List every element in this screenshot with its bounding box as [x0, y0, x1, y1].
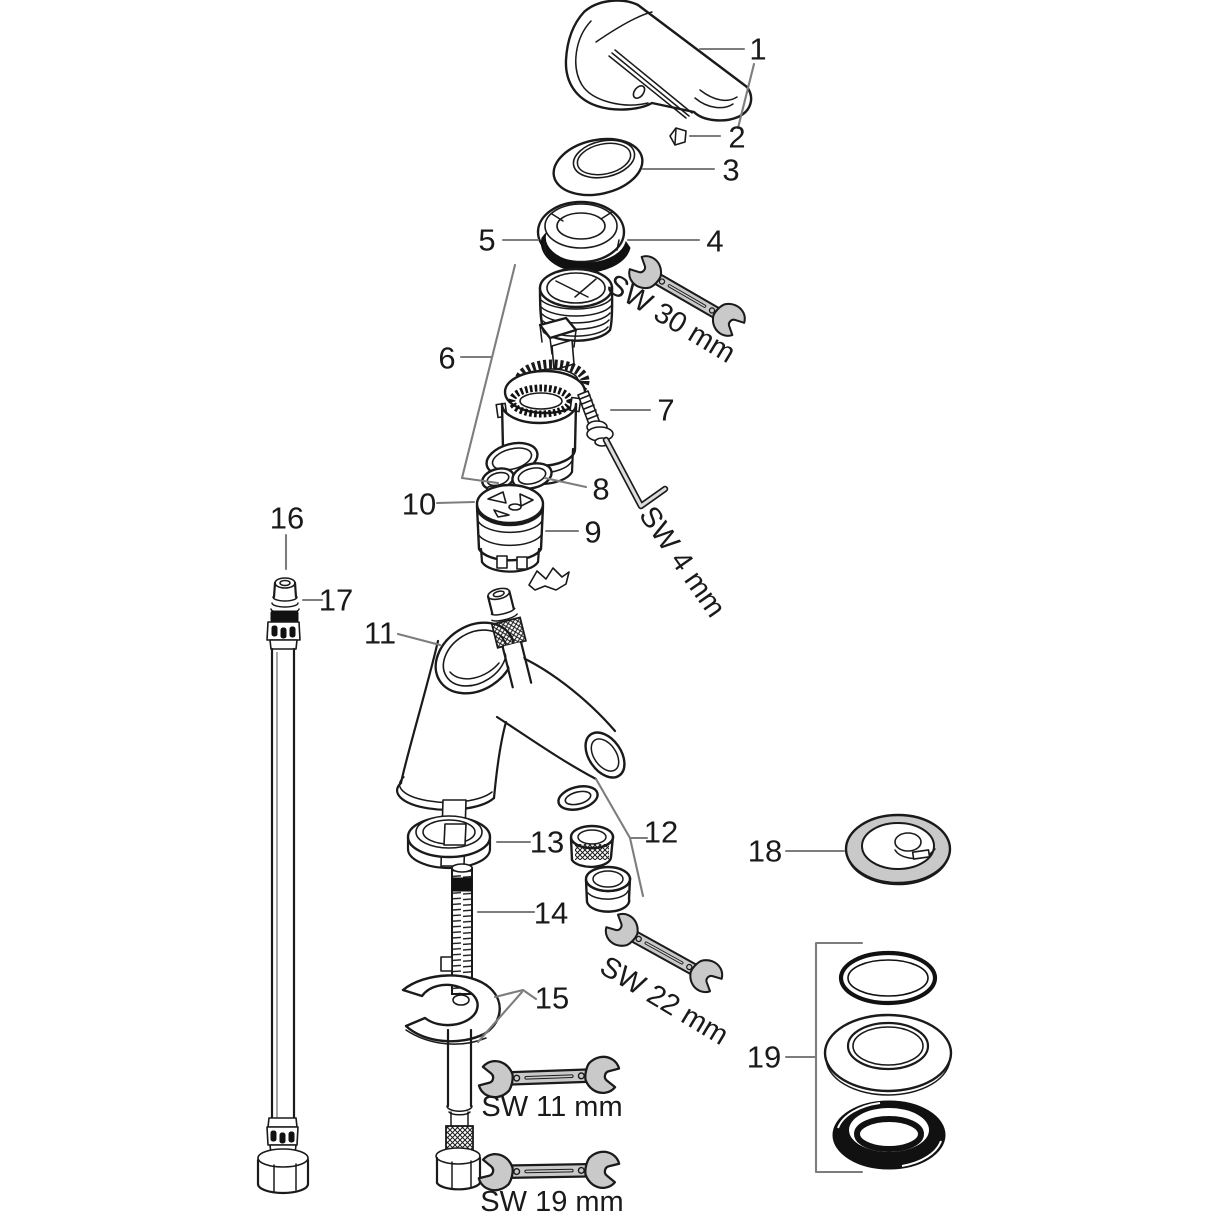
cap-sleeve	[552, 137, 644, 197]
part-label-12: 12	[644, 815, 678, 850]
part-label-17: 17	[319, 583, 353, 618]
diverter-unit	[475, 483, 545, 573]
allen-key-sw4	[602, 436, 669, 510]
part-label-1: 1	[749, 32, 766, 67]
part-label-19: 19	[747, 1040, 781, 1075]
tool-label-sw19: SW 19 mm	[480, 1186, 623, 1214]
part-label-13: 13	[530, 825, 564, 860]
part-label-2: 2	[728, 120, 745, 155]
part-label-3: 3	[722, 153, 739, 188]
o-ring-set	[481, 441, 553, 491]
threaded-mounting-rod	[440, 863, 473, 995]
mounting-clamp	[401, 974, 501, 1045]
rod-through-hole	[443, 823, 467, 846]
part-labels: 1 2 3 4 5 6 7 8 9 10 11 12 13 14 15 16 1…	[270, 32, 782, 1075]
faucet-body	[396, 621, 636, 811]
part-label-4: 4	[706, 224, 723, 259]
part-label-10: 10	[402, 487, 436, 522]
tool-label-sw11: SW 11 mm	[481, 1091, 622, 1123]
aerator-set	[557, 785, 632, 913]
part-label-15: 15	[535, 981, 569, 1016]
lift-rod	[486, 587, 533, 689]
part-label-11: 11	[364, 616, 396, 651]
seal-ring-set	[823, 950, 953, 1170]
handle-lever	[564, 0, 753, 122]
base-escutcheon-ring	[406, 799, 492, 870]
leader-lines	[284, 47, 864, 1174]
part-label-5: 5	[478, 223, 495, 258]
part-label-14: 14	[534, 896, 568, 931]
outlet-hose-lower	[435, 1028, 482, 1191]
part-label-9: 9	[584, 515, 601, 550]
check-valve-ring	[844, 813, 952, 886]
tool-label-sw4: SW 4 mm	[632, 501, 731, 624]
supply-hose	[256, 577, 310, 1195]
part-label-6: 6	[438, 341, 455, 376]
part-label-16: 16	[270, 501, 304, 536]
part-label-8: 8	[592, 472, 609, 507]
retainer-clip	[528, 567, 570, 591]
part-label-18: 18	[748, 834, 782, 869]
part-label-7: 7	[657, 393, 674, 428]
handle-screw-plug	[669, 127, 687, 146]
rubber-seal-ring	[540, 232, 631, 273]
retaining-nut	[536, 200, 631, 273]
